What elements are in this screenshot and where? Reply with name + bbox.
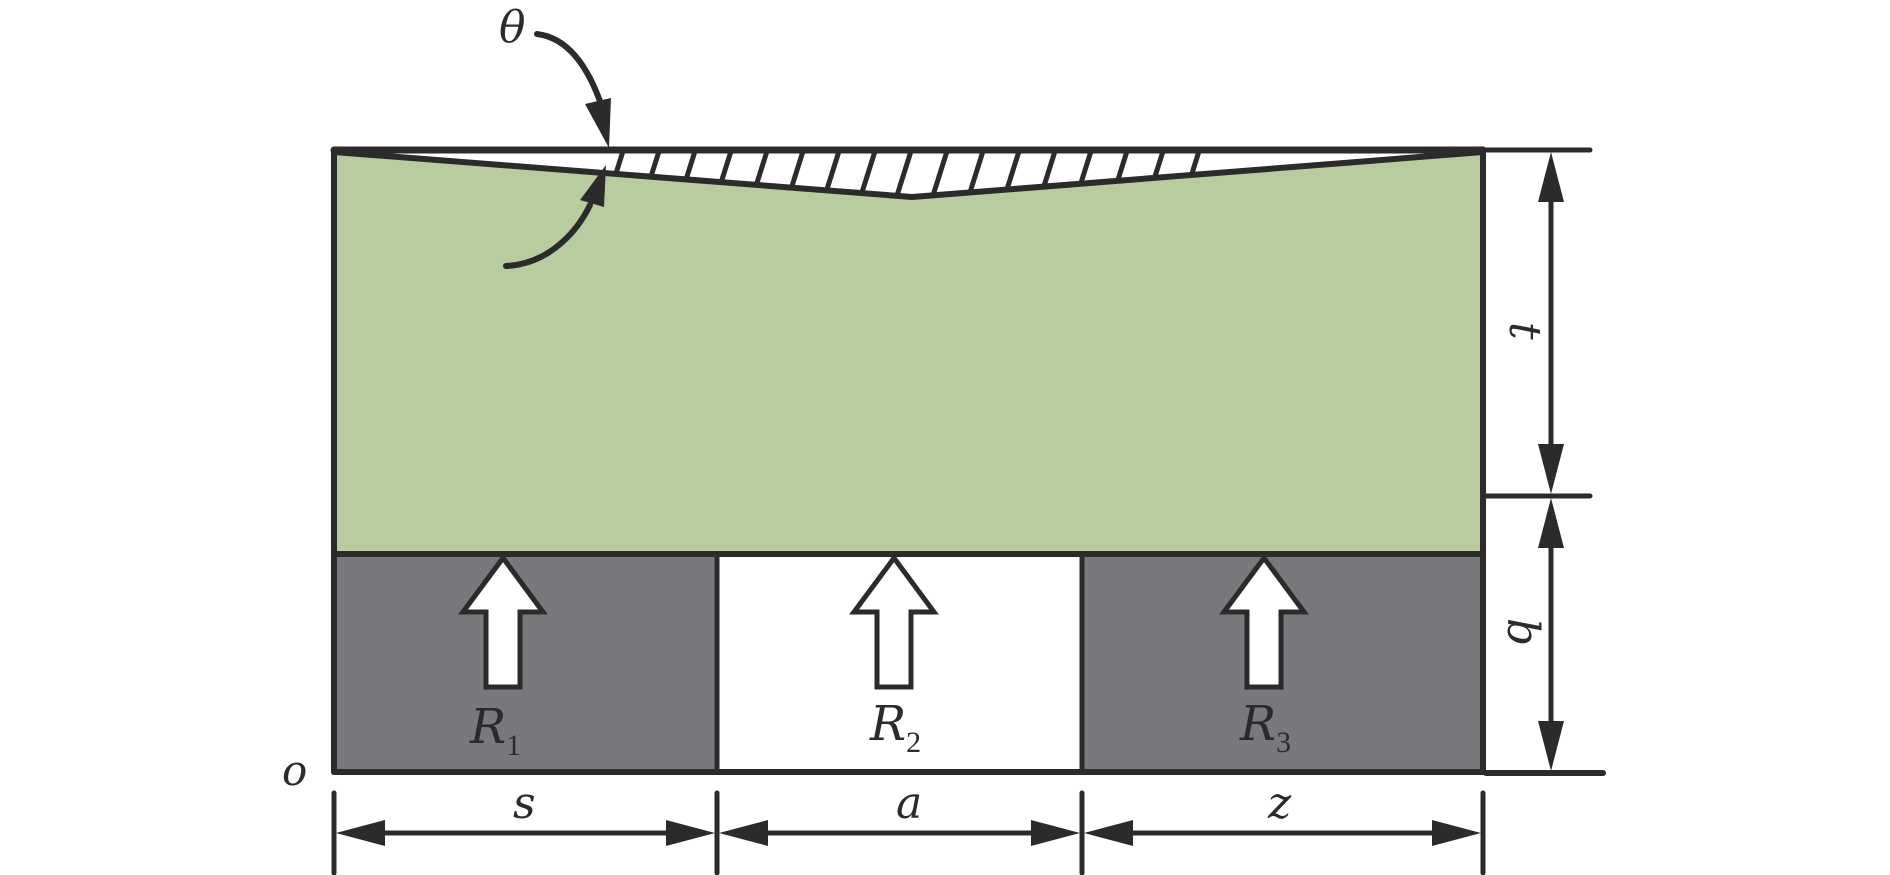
angle-label: θ [499, 2, 526, 53]
dim-b-arrow-top [1538, 498, 1564, 548]
reaction-label-r1: R1 [469, 699, 521, 762]
reaction-label-r2: R2 [869, 696, 921, 759]
reaction-arrow-r2 [849, 553, 939, 690]
dim-label-a: a [896, 778, 922, 829]
dim-a-arrow-left [719, 820, 768, 846]
dim-label-z: z [1267, 778, 1292, 829]
dim-s-arrow-left [336, 820, 385, 846]
angle-arc-lower [503, 202, 593, 269]
reaction-label-r3: R3 [1239, 696, 1291, 759]
dim-t-arrow-top [1538, 152, 1564, 202]
subsidence-profile [331, 149, 1486, 200]
angle-arc-upper [534, 31, 606, 113]
angle-arrowhead-lower [580, 165, 606, 207]
reaction-arrow-r3 [1219, 553, 1309, 690]
dim-label-b: b [1497, 618, 1548, 646]
origin-label: o [282, 746, 307, 795]
upper-block [334, 152, 1483, 554]
dim-b-arrow-bottom [1538, 721, 1564, 771]
angle-indicator [503, 31, 611, 269]
dim-t-arrow-bottom [1538, 444, 1564, 494]
dim-label-s: s [513, 778, 536, 829]
dim-s-arrow-right [666, 820, 715, 846]
dim-z-arrow-left [1084, 820, 1133, 846]
dim-z-arrow-right [1432, 820, 1481, 846]
angle-arrowhead-upper [585, 98, 611, 148]
reaction-arrow-r1 [458, 553, 548, 690]
dim-label-t: t [1499, 322, 1550, 340]
dim-a-arrow-right [1031, 820, 1080, 846]
